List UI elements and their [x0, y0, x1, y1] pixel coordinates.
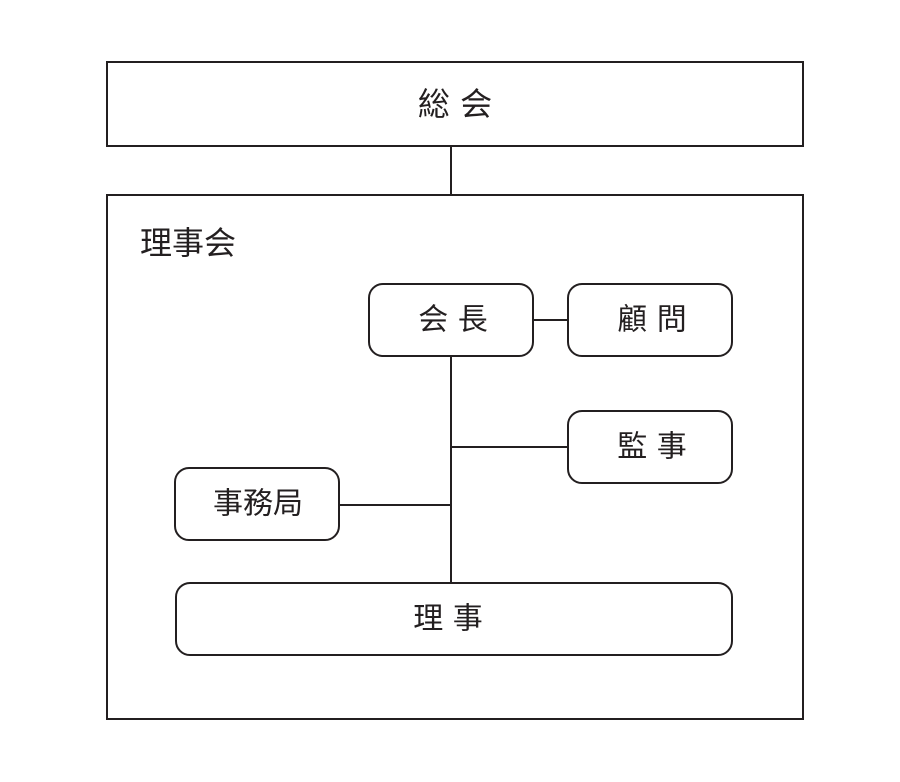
- advisor-node: 顧 問: [567, 283, 733, 357]
- auditor-frame: [567, 410, 733, 484]
- chairman-frame: [368, 283, 534, 357]
- board-title: 理事会: [140, 224, 236, 262]
- directors-label: 理 事: [413, 602, 483, 637]
- advisor-frame: [567, 283, 733, 357]
- general-assembly-frame: [106, 61, 804, 147]
- chairman-label: 会 長: [418, 303, 488, 338]
- secretariat-node: 事務局: [174, 467, 340, 541]
- auditor-node: 監 事: [567, 410, 733, 484]
- chairman-node: 会 長: [368, 283, 534, 357]
- secretariat-frame: [174, 467, 340, 541]
- directors-frame: [175, 582, 733, 656]
- general-assembly-box: 総 会: [106, 61, 804, 147]
- secretariat-label: 事務局: [213, 487, 303, 522]
- auditor-label: 監 事: [617, 430, 687, 465]
- general-assembly-label: 総 会: [418, 85, 492, 123]
- directors-node: 理 事: [175, 582, 733, 656]
- advisor-label: 顧 問: [617, 303, 687, 338]
